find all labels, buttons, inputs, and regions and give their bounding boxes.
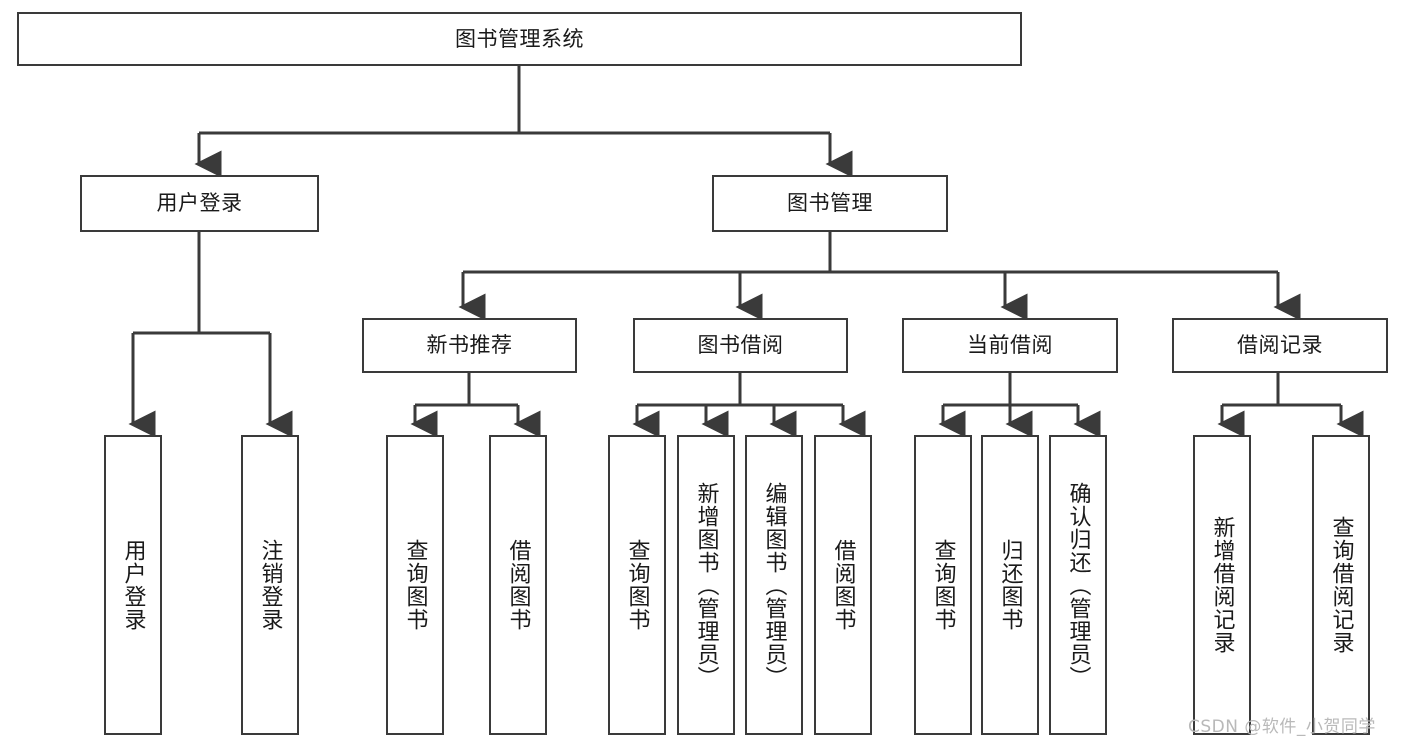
leaf-add-book-admin[interactable]: 新增图书（管理员） [677, 435, 735, 735]
node-label: 图书借阅 [697, 333, 784, 358]
node-label: 新增图书（管理员） [693, 481, 719, 689]
node-label: 编辑图书（管理员） [761, 481, 787, 689]
node-label: 用户登录 [120, 539, 146, 631]
node-label: 图书管理系统 [455, 26, 584, 51]
node-root-system[interactable]: 图书管理系统 [17, 12, 1022, 66]
node-book-borrowing[interactable]: 图书借阅 [633, 318, 848, 373]
leaf-query-borrowing-record[interactable]: 查询借阅记录 [1312, 435, 1370, 735]
node-label: 确认归还（管理员） [1065, 481, 1091, 689]
leaf-logout[interactable]: 注销登录 [241, 435, 299, 735]
node-label: 注销登录 [257, 539, 283, 631]
leaf-return-books[interactable]: 归还图书 [981, 435, 1039, 735]
leaf-query-books-borrowing[interactable]: 查询图书 [608, 435, 666, 735]
node-borrowing-records[interactable]: 借阅记录 [1172, 318, 1388, 373]
node-label: 当前借阅 [967, 333, 1053, 358]
node-label: 借阅记录 [1237, 333, 1323, 358]
leaf-borrow-books[interactable]: 借阅图书 [814, 435, 872, 735]
leaf-edit-book-admin[interactable]: 编辑图书（管理员） [745, 435, 803, 735]
leaf-borrow-books-recommendation[interactable]: 借阅图书 [489, 435, 547, 735]
node-user-login[interactable]: 用户登录 [80, 175, 319, 232]
node-label: 查询借阅记录 [1328, 516, 1354, 654]
leaf-query-books-recommendation[interactable]: 查询图书 [386, 435, 444, 735]
leaf-user-login[interactable]: 用户登录 [104, 435, 162, 735]
node-current-borrowing[interactable]: 当前借阅 [902, 318, 1118, 373]
node-label: 查询图书 [930, 539, 956, 631]
node-label: 借阅图书 [505, 539, 531, 631]
node-label: 图书管理 [787, 191, 873, 216]
leaf-query-books-current[interactable]: 查询图书 [914, 435, 972, 735]
leaf-add-borrowing-record[interactable]: 新增借阅记录 [1193, 435, 1251, 735]
node-label: 查询图书 [624, 539, 650, 631]
leaf-confirm-return-admin[interactable]: 确认归还（管理员） [1049, 435, 1107, 735]
node-label: 新书推荐 [426, 333, 513, 358]
node-label: 归还图书 [997, 539, 1023, 631]
node-label: 借阅图书 [830, 539, 856, 631]
node-label: 新增借阅记录 [1209, 516, 1235, 654]
node-label: 查询图书 [402, 539, 428, 631]
node-label: 用户登录 [156, 191, 243, 216]
node-book-management[interactable]: 图书管理 [712, 175, 948, 232]
csdn-watermark: CSDN @软件_小贺同学 [1188, 717, 1376, 737]
node-new-book-recommendation[interactable]: 新书推荐 [362, 318, 577, 373]
